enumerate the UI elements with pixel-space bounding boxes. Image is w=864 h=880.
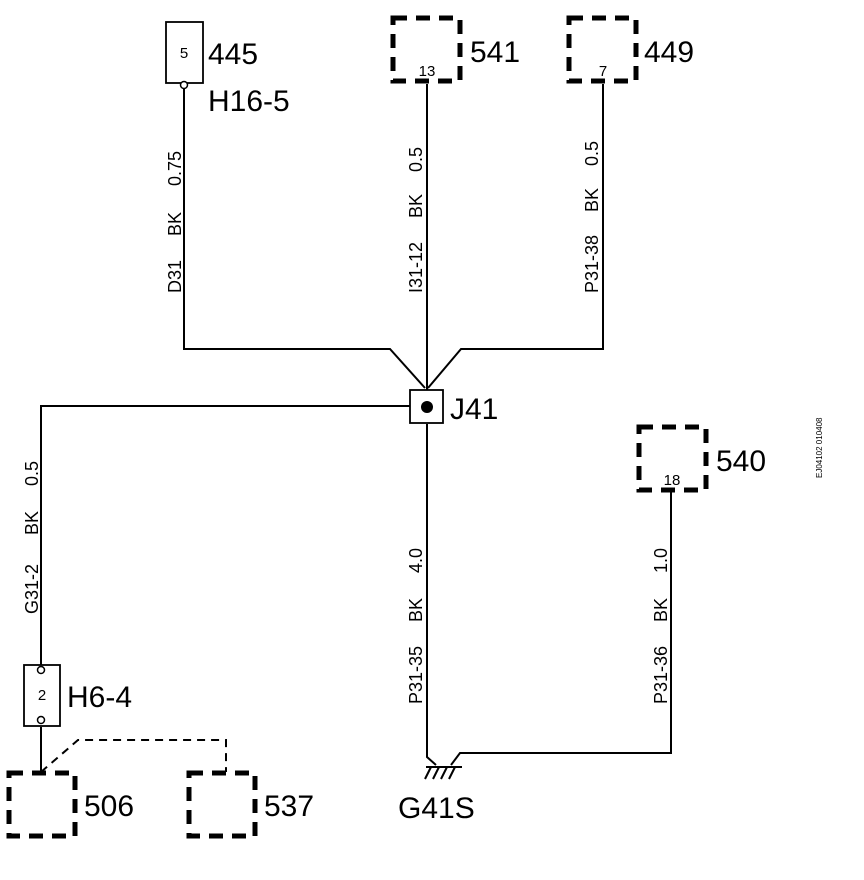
wire-540-to-g41s — [450, 491, 672, 766]
wire-449-to-j41 — [427, 84, 604, 389]
connector-label-h16-5: H16-5 — [208, 85, 290, 118]
component-445[interactable]: 5 445 H16-5 — [165, 21, 290, 118]
wire-circuit-d31: D31 — [165, 260, 185, 293]
connector-h6-4-body — [23, 664, 61, 727]
wire-color-p31-36: BK — [651, 598, 671, 622]
component-537[interactable]: 537 — [186, 770, 314, 839]
component-box-541 — [390, 15, 463, 84]
ground-symbol-hatch-4 — [448, 766, 456, 780]
splice-dot-j41 — [421, 401, 433, 413]
pin-number-541: 13 — [419, 63, 436, 80]
component-box-537 — [186, 770, 258, 839]
wire-gauge-p31-36: 1.0 — [651, 548, 671, 573]
wire-gauge-g31-2: 0.5 — [22, 461, 42, 486]
ground-symbol-hatch-2 — [432, 766, 440, 780]
wire-j41-to-g41s — [426, 424, 437, 766]
component-id-506: 506 — [84, 790, 134, 823]
component-540[interactable]: 18 540 — [636, 424, 766, 493]
pin-number-h6-4: 2 — [38, 687, 46, 704]
component-id-449: 449 — [644, 36, 694, 69]
ground-symbol-hatch-3 — [440, 766, 448, 780]
wire-gauge-p31-35: 4.0 — [406, 548, 426, 573]
wire-color-p31-38: BK — [582, 188, 602, 212]
splice-j41[interactable]: J41 — [409, 389, 498, 426]
pin-terminal-h6-4-bottom — [36, 715, 46, 725]
component-id-537: 537 — [264, 790, 314, 823]
wire-color-i31-12: BK — [406, 194, 426, 218]
wire-color-g31-2: BK — [22, 511, 42, 535]
pin-terminal-445 — [179, 80, 189, 90]
component-541[interactable]: 13 541 — [390, 15, 520, 84]
wire-color-d31: BK — [165, 212, 185, 236]
connector-h16-5-body — [165, 21, 204, 84]
wires — [40, 84, 672, 773]
figure-code: EJ04102 010408 — [815, 417, 824, 478]
component-box-449 — [566, 15, 639, 84]
component-449[interactable]: 7 449 — [566, 15, 694, 84]
wire-circuit-p31-38: P31-38 — [582, 235, 602, 293]
wire-circuit-i31-12: I31-12 — [406, 242, 426, 293]
component-id-540: 540 — [716, 445, 766, 478]
pin-number-445: 5 — [180, 45, 188, 62]
wire-h64-to-537-dashed — [40, 739, 227, 773]
pin-number-449: 7 — [599, 63, 607, 80]
component-box-506 — [6, 770, 78, 839]
pin-number-540: 18 — [664, 472, 681, 489]
wire-j41-to-h64 — [40, 405, 410, 666]
component-id-541: 541 — [470, 36, 520, 69]
ground-symbol-hatch-1 — [424, 766, 432, 780]
wire-circuit-p31-36: P31-36 — [651, 646, 671, 704]
component-id-445: 445 — [208, 38, 258, 71]
connector-label-h6-4: H6-4 — [67, 681, 132, 714]
component-506[interactable]: 506 — [6, 770, 134, 839]
connector-h6-4[interactable]: 2 H6-4 — [23, 664, 132, 727]
wire-445-to-j41 — [183, 88, 426, 389]
wire-gauge-i31-12: 0.5 — [406, 147, 426, 172]
wire-circuit-g31-2: G31-2 — [22, 564, 42, 614]
wire-circuit-p31-35: P31-35 — [406, 646, 426, 704]
ground-g41s[interactable]: G41S — [398, 766, 475, 825]
wire-gauge-p31-38: 0.5 — [582, 141, 602, 166]
wire-labels: D31 BK 0.75 I31-12 BK 0.5 P31-38 BK 0.5 … — [22, 141, 671, 704]
pin-terminal-h6-4-top — [36, 665, 46, 675]
ground-label-g41s: G41S — [398, 792, 475, 825]
wire-gauge-d31: 0.75 — [165, 151, 185, 186]
component-box-540 — [636, 424, 709, 493]
wire-color-p31-35: BK — [406, 598, 426, 622]
splice-label-j41: J41 — [450, 393, 498, 426]
